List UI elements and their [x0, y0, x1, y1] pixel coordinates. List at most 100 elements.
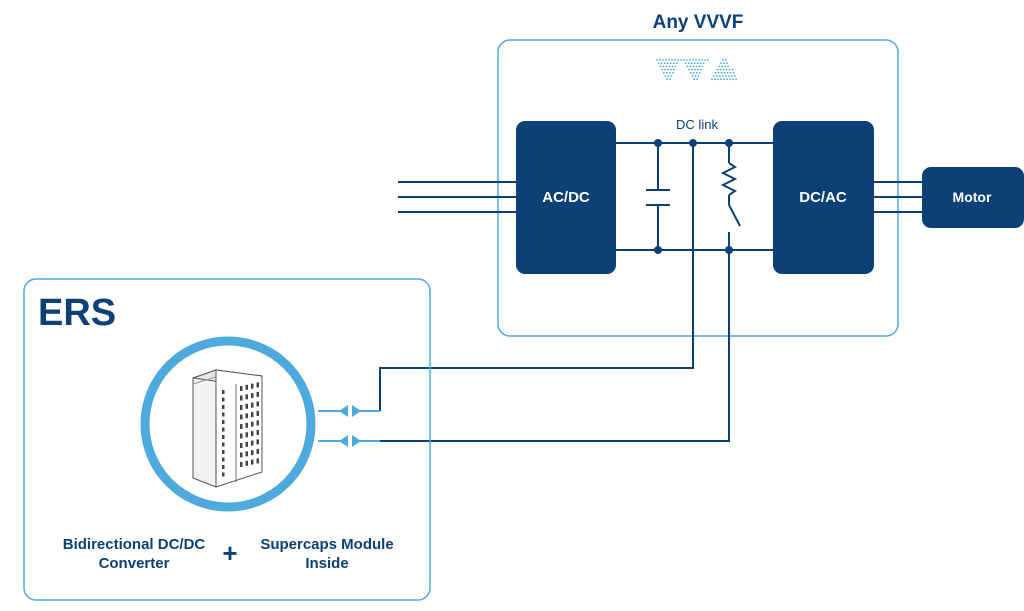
vent-slot	[256, 401, 259, 407]
logo-dot	[725, 68, 728, 71]
logo-dot	[660, 62, 663, 65]
logo-dot	[686, 59, 688, 61]
logo-dot	[732, 71, 735, 74]
vent-slot	[222, 442, 225, 447]
vent-slot	[256, 391, 259, 397]
caption-left-line2: Converter	[99, 555, 170, 572]
logo-dot	[701, 59, 703, 61]
logo-dot	[669, 78, 672, 81]
logo-dot	[691, 68, 693, 71]
connector-icon	[339, 435, 361, 447]
vent-slot	[245, 460, 248, 466]
logo-dot	[661, 68, 663, 71]
logo-dot	[696, 78, 699, 81]
logo-dot	[718, 75, 721, 77]
ac-dc-label: AC/DC	[542, 189, 590, 206]
vent-slot	[240, 386, 243, 391]
logo-dot	[728, 68, 731, 71]
logo-dot	[684, 62, 687, 65]
logo-dot	[677, 59, 679, 61]
logo-dot	[674, 59, 676, 61]
logo-dot	[717, 78, 719, 81]
logo-dot	[724, 75, 727, 77]
dc-link-label: DC link	[676, 117, 718, 132]
vvvf-box	[497, 39, 899, 337]
logo-dot	[671, 65, 674, 68]
logo-dot	[698, 71, 701, 74]
logo-dot	[700, 68, 702, 71]
logo-dot	[692, 59, 694, 61]
vent-slot	[222, 435, 225, 439]
logo-dot	[716, 68, 719, 71]
logo-dot	[718, 65, 721, 68]
vent-slot	[240, 395, 243, 401]
vent-slot	[222, 420, 225, 424]
logo-dot	[690, 62, 693, 65]
logo-dot	[720, 62, 722, 65]
logo-dot	[663, 62, 666, 65]
logo-dot	[694, 68, 696, 71]
logo-dot	[726, 78, 728, 81]
logo-dot	[671, 71, 674, 74]
vent-slot	[256, 439, 259, 445]
vent-slot	[222, 450, 225, 454]
logo-dot	[698, 65, 701, 68]
vent-slot	[240, 405, 243, 410]
logo-dot	[683, 59, 685, 61]
vent-slot	[256, 382, 259, 388]
logo-dot	[731, 68, 734, 71]
logo-dot	[667, 68, 669, 71]
logo-dot	[714, 71, 717, 74]
logo-dot	[717, 71, 720, 74]
logo-dot	[724, 65, 727, 68]
logo-dot	[724, 59, 727, 61]
logo-dot	[673, 68, 675, 71]
ers-box	[23, 278, 431, 601]
logo-dot	[664, 75, 667, 77]
caption-left-line1: Bidirectional DC/DC	[63, 536, 206, 553]
logo-dot	[689, 59, 691, 61]
logo-dot	[730, 75, 733, 77]
logo-dot	[694, 75, 697, 77]
logo-dot	[688, 68, 690, 71]
vent-slot	[251, 450, 254, 456]
logo-dot	[659, 59, 661, 61]
vent-slot	[245, 394, 248, 400]
logo-dot	[686, 65, 689, 68]
logo-dot	[723, 78, 725, 81]
logo-dot	[714, 78, 716, 81]
logo-dot	[667, 75, 670, 77]
vent-slot	[240, 424, 243, 429]
plus-symbol: +	[222, 538, 237, 568]
logo-dot	[672, 62, 675, 65]
vent-slot	[251, 431, 254, 437]
logo-dot	[669, 62, 672, 65]
vent-slot	[222, 405, 225, 409]
vent-slot	[222, 412, 225, 417]
logo-dot	[656, 59, 658, 61]
logo-dot	[666, 62, 669, 65]
logo-dot	[662, 59, 664, 61]
motor-block	[922, 167, 1024, 228]
logo-dot	[662, 65, 665, 68]
logo-dot	[693, 78, 696, 81]
logo-dot	[697, 75, 700, 77]
logo-dot	[707, 59, 709, 61]
logo-dot	[666, 78, 669, 81]
vva-logo-icon	[656, 59, 737, 81]
vent-slot	[251, 421, 254, 427]
ers-title: ERS	[38, 292, 116, 334]
logo-dot	[665, 59, 667, 61]
vent-slot	[251, 402, 254, 408]
vent-slot	[256, 458, 259, 464]
logo-dot	[664, 68, 666, 71]
logo-dot	[695, 59, 697, 61]
logo-dot	[670, 68, 672, 71]
input-lines	[398, 181, 516, 213]
vent-slot	[256, 410, 259, 416]
logo-dot	[674, 65, 677, 68]
logo-dot	[659, 65, 662, 68]
vent-slot	[222, 457, 225, 462]
vent-slot	[245, 432, 248, 438]
